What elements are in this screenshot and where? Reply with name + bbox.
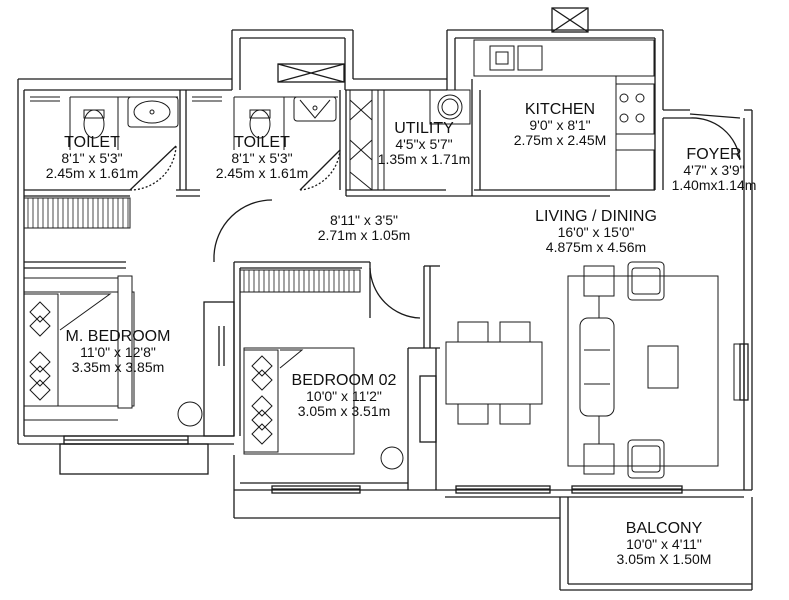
- kitchen-fixtures: [429, 39, 655, 191]
- room-dim-ft: 11'0" x 12'8": [80, 344, 156, 361]
- interior-walls: [24, 79, 655, 490]
- room-label-master-bedroom: M. BEDROOM 11'0" x 12'8" 3.35m x 3.85m: [66, 328, 171, 375]
- room-label-balcony: BALCONY 10'0" x 4'11" 3.05m X 1.50M: [617, 520, 712, 567]
- room-dim-ft: 8'11" x 3'5": [330, 212, 398, 228]
- room-dim-ft: 10'0" x 4'11": [626, 536, 702, 553]
- room-dim-ft: 4'7" x 3'9": [683, 162, 745, 179]
- room-label-bedroom-02: BEDROOM 02 10'0" x 11'2" 3.05m x 3.51m: [292, 372, 397, 419]
- room-dim-m: 3.05m X 1.50M: [616, 551, 712, 568]
- room-dim-m: 2.71m x 1.05m: [317, 227, 411, 244]
- toilet-fixtures: [30, 96, 338, 150]
- room-label-toilet-2: TOILET 8'1" x 5'3" 2.45m x 1.61m: [216, 134, 309, 181]
- room-dim-ft: 16'0" x 15'0": [557, 224, 635, 241]
- room-dim-ft: 8'1" x 5'3": [231, 150, 293, 167]
- room-dim-ft: 9'0" x 8'1": [529, 117, 591, 134]
- room-name: BEDROOM 02: [291, 372, 397, 389]
- room-label-foyer: FOYER 4'7" x 3'9" 1.40mx1.14m: [672, 146, 757, 193]
- room-name: BALCONY: [625, 520, 703, 537]
- room-dim-m: 1.35m x 1.71m: [377, 151, 471, 168]
- room-dim-m: 3.35m x 3.85m: [71, 359, 165, 376]
- room-label-kitchen: KITCHEN 9'0" x 8'1" 2.75m x 2.45M: [514, 101, 607, 148]
- room-dim-m: 4.875m x 4.56m: [545, 239, 647, 256]
- room-label-toilet-1: TOILET 8'1" x 5'3" 2.45m x 1.61m: [46, 134, 139, 181]
- room-dim-m: 2.45m x 1.61m: [215, 165, 309, 182]
- master-bed: [23, 275, 203, 427]
- room-name: TOILET: [234, 134, 290, 151]
- balcony-outline: [559, 497, 753, 591]
- room-label-passage: 8'11" x 3'5" 2.71m x 1.05m: [317, 212, 411, 244]
- room-dim-ft: 10'0" x 11'2": [306, 388, 382, 405]
- room-name: LIVING / DINING: [535, 208, 657, 225]
- room-label-living-dining: LIVING / DINING 16'0" x 15'0" 4.875m x 4…: [535, 208, 657, 255]
- doors: [129, 113, 741, 319]
- room-name: KITCHEN: [524, 101, 596, 118]
- room-dim-m: 2.75m x 2.45M: [513, 132, 607, 149]
- hatched-shelves: [23, 89, 385, 293]
- room-name: M. BEDROOM: [65, 328, 171, 345]
- room-dim-m: 2.45m x 1.61m: [45, 165, 139, 182]
- bed-02: [243, 347, 404, 470]
- room-name: FOYER: [686, 146, 742, 163]
- room-dim-m: 3.05m x 3.51m: [297, 403, 391, 420]
- room-name: UTILITY: [394, 120, 454, 137]
- living-furniture: [445, 261, 745, 479]
- room-dim-m: 1.40mx1.14m: [671, 177, 757, 194]
- hatch-lines-closet: [27, 198, 355, 292]
- room-dim-ft: 4'5"x 5'7": [395, 136, 453, 153]
- room-name: TOILET: [64, 134, 120, 151]
- room-label-utility: UTILITY 4'5"x 5'7" 1.35m x 1.71m: [378, 120, 471, 167]
- room-dim-ft: 8'1" x 5'3": [61, 150, 123, 167]
